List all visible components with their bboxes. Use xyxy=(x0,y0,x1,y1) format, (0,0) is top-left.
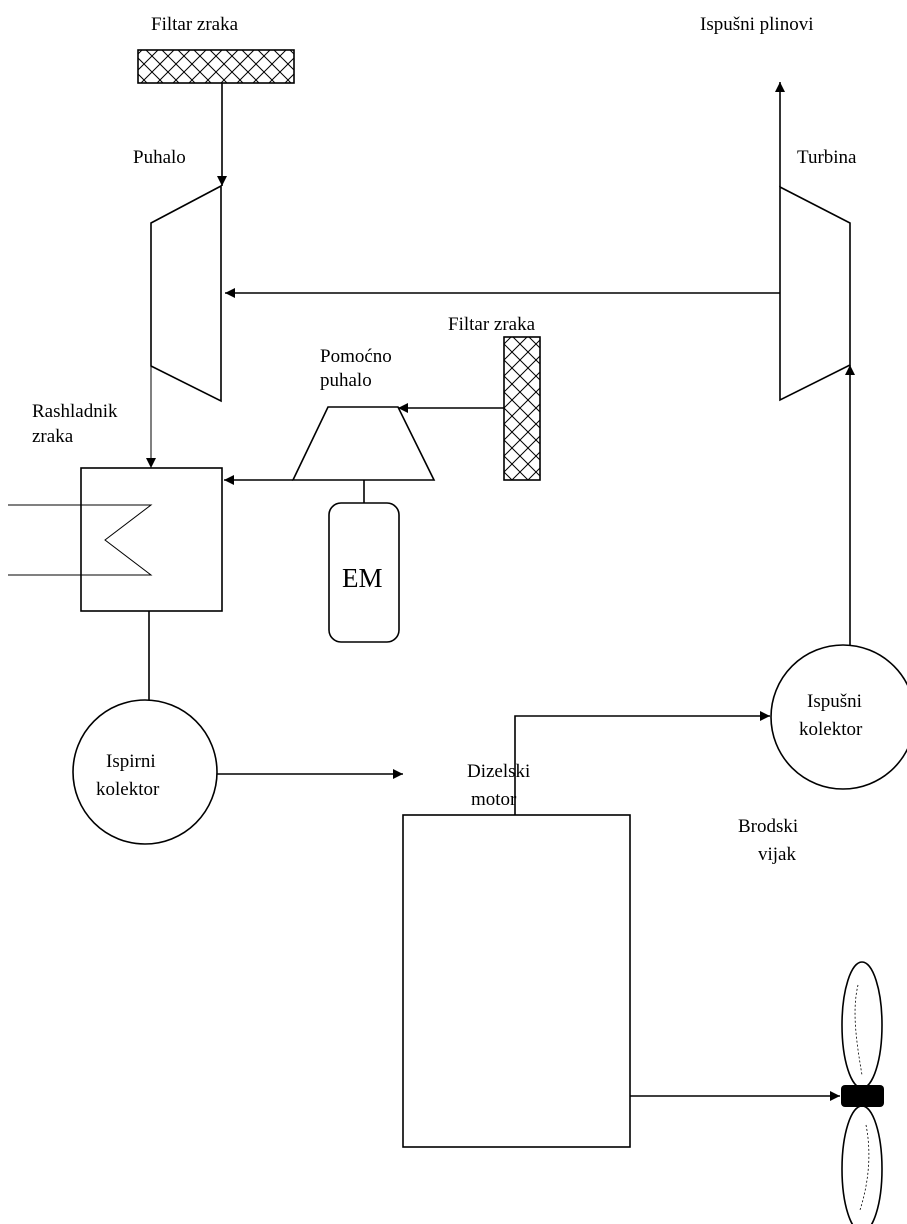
electric-motor-shape xyxy=(328,502,400,643)
electric-motor-label: EM xyxy=(342,563,383,593)
engine-to-exhaust-manifold-line xyxy=(514,711,770,815)
propeller-hub xyxy=(841,1085,884,1107)
exhaust-gases-label: Ispušni plinovi xyxy=(700,14,813,35)
scavenge-manifold-label-line2: kolektor xyxy=(96,779,160,800)
turbine-label: Turbina xyxy=(797,147,857,168)
side-air-filter-label: Filtar zraka xyxy=(448,314,536,335)
exhaust-manifold-shape xyxy=(770,644,907,790)
cooler-coil xyxy=(8,504,153,576)
exhaust-manifold-label-line2: kolektor xyxy=(799,719,863,740)
propeller-label-line1: Brodski xyxy=(738,816,798,837)
auxiliary-blower-label-line1: Pomoćno xyxy=(320,346,392,367)
air-cooler-label-line2: zraka xyxy=(32,426,74,447)
propeller-lower-blade-contour xyxy=(859,1124,870,1211)
top-air-filter-label: Filtar zraka xyxy=(151,14,239,35)
blower-label: Puhalo xyxy=(133,147,186,168)
auxiliary-blower-shape xyxy=(291,406,436,481)
diesel-engine-label-line1: Dizelski xyxy=(467,761,530,782)
air-cooler-shape xyxy=(80,467,223,612)
propeller-lower-blade xyxy=(841,1105,883,1224)
side-air-filter xyxy=(503,336,541,481)
scavenge-manifold-shape xyxy=(72,699,218,845)
auxiliary-blower-label-line2: puhalo xyxy=(320,370,372,391)
top-air-filter xyxy=(137,49,295,84)
blower-shape xyxy=(150,184,222,403)
diesel-engine-shape xyxy=(402,814,631,1148)
propeller xyxy=(841,961,884,1224)
propeller-upper-blade-contour xyxy=(854,984,863,1076)
turbine-shape xyxy=(779,185,851,402)
propeller-label-line2: vijak xyxy=(758,844,796,865)
diesel-engine-label-line2: motor xyxy=(471,789,517,810)
propeller-upper-blade xyxy=(841,961,883,1089)
scavenge-manifold-label-line1: Ispirni xyxy=(106,751,156,772)
air-cooler-label-line1: Rashladnik xyxy=(32,401,118,422)
exhaust-manifold-label-line1: Ispušni xyxy=(807,691,862,712)
